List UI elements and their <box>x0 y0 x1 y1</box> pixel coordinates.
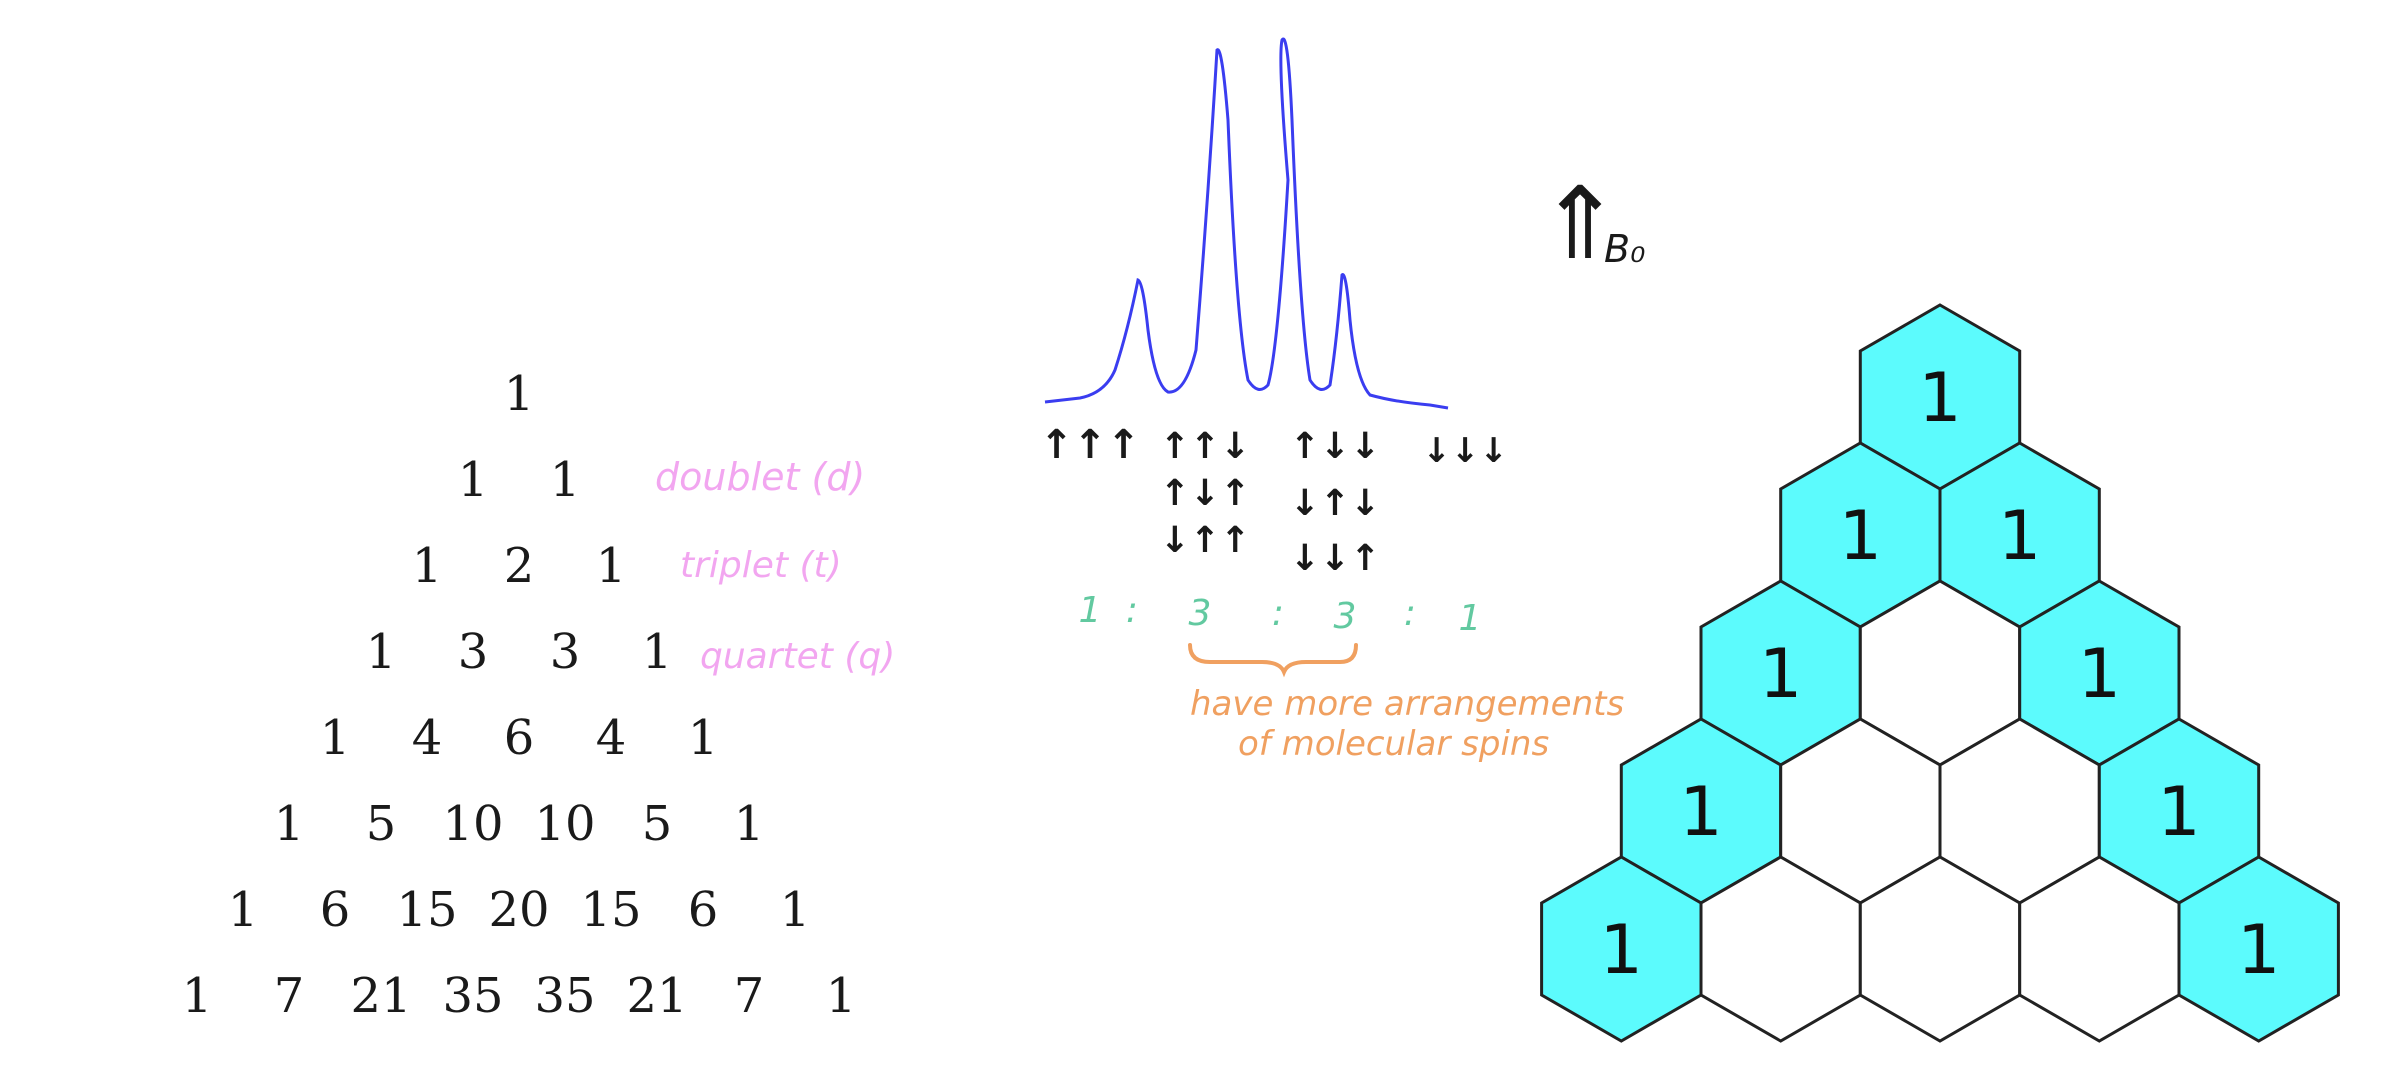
ratio-3b: 3 <box>1334 596 1357 637</box>
intensity-ratio: 1 : 3 : 3 : 1 <box>1079 590 1482 639</box>
pascal-entry: 3 <box>458 624 489 680</box>
pascal-entry: 4 <box>596 710 627 766</box>
ratio-sep-3: : <box>1404 593 1416 634</box>
pascal-entry: 1 <box>642 624 673 680</box>
pascal-entry: 15 <box>396 882 457 938</box>
pascal-entry: 21 <box>350 968 411 1024</box>
pascal-entry: 2 <box>504 538 535 594</box>
ratio-sep-1: : <box>1126 590 1138 631</box>
pascal-entry: 1 <box>596 538 627 594</box>
pascal-entry: 1 <box>320 710 351 766</box>
pascal-entry: 1 <box>182 968 213 1024</box>
pascal-entry: 1 <box>550 452 581 508</box>
spin-bba: ↓↓↑ <box>1290 538 1381 579</box>
hex-value: 1 <box>1839 497 1882 576</box>
pascal-entry: 35 <box>534 968 595 1024</box>
hex-value: 1 <box>1998 497 2041 576</box>
spin-bab: ↓↑↓ <box>1290 483 1381 524</box>
hex-value: 1 <box>1679 773 1722 852</box>
pascal-entry: 1 <box>412 538 443 594</box>
arrangement-note-line1: have more arrangements <box>1190 684 1624 724</box>
pascal-entry: 21 <box>626 968 687 1024</box>
field-label: B₀ <box>1604 227 1645 271</box>
hex-value: 1 <box>1918 359 1961 438</box>
pascal-entry: 5 <box>642 796 673 852</box>
pascal-entry: 7 <box>274 968 305 1024</box>
brace <box>1188 643 1358 678</box>
quartet-spectrum <box>1044 37 1449 410</box>
pascal-entry: 10 <box>442 796 503 852</box>
pascal-entry: 6 <box>320 882 351 938</box>
spin-aba: ↑↓↑ <box>1160 473 1251 514</box>
hex-value: 1 <box>1759 635 1802 714</box>
hex-value: 1 <box>1600 911 1643 990</box>
ratio-1b: 1 <box>1459 598 1482 639</box>
hex-value: 1 <box>2078 635 2121 714</box>
spin-abb: ↑↓↓ <box>1290 426 1381 467</box>
pascal-entry: 4 <box>412 710 443 766</box>
spin-states: ↑↑↑ ↑↑↓ ↑↓↑ ↓↑↑ ↑↓↓ ↓↑↓ ↓↓↑ ↓↓↓ <box>1040 422 1508 579</box>
arrangement-note-line2: of molecular spins <box>1238 724 1549 764</box>
triplet-label: triplet (t) <box>680 545 842 586</box>
pascal-entry: 1 <box>734 796 765 852</box>
spin-bbb: ↓↓↓ <box>1422 431 1507 471</box>
pascal-entry: 5 <box>366 796 397 852</box>
hex-value: 1 <box>2237 911 2280 990</box>
hex-cell-filled <box>2177 855 2340 1043</box>
pascal-entry: 1 <box>504 366 535 422</box>
field-arrow-icon: ⇑ <box>1538 165 1622 282</box>
pascal-entry: 1 <box>274 796 305 852</box>
pascal-entry: 7 <box>734 968 765 1024</box>
pascal-entry: 1 <box>780 882 811 938</box>
pascal-entry: 6 <box>688 882 719 938</box>
pascal-entry: 1 <box>458 452 489 508</box>
quartet-label: quartet (q) <box>700 636 895 677</box>
pascal-entry: 10 <box>534 796 595 852</box>
spin-aab: ↑↑↓ <box>1160 426 1251 467</box>
spin-aaa: ↑↑↑ <box>1040 422 1141 468</box>
pascal-entry: 15 <box>580 882 641 938</box>
pascal-entry: 1 <box>228 882 259 938</box>
ratio-1a: 1 <box>1079 590 1102 631</box>
ratio-sep-2: : <box>1272 593 1284 634</box>
pascal-entry: 3 <box>550 624 581 680</box>
doublet-label: doublet (d) <box>655 455 865 499</box>
spin-baa: ↓↑↑ <box>1160 520 1251 561</box>
pascal-entry: 20 <box>488 882 549 938</box>
pascal-entry: 1 <box>826 968 857 1024</box>
pascal-entry: 1 <box>366 624 397 680</box>
pascal-entry: 35 <box>442 968 503 1024</box>
pascal-entry: 1 <box>688 710 719 766</box>
pascal-entry: 6 <box>504 710 535 766</box>
hex-value: 1 <box>2157 773 2200 852</box>
ratio-3a: 3 <box>1189 593 1212 634</box>
spectrum-line <box>1044 37 1449 410</box>
